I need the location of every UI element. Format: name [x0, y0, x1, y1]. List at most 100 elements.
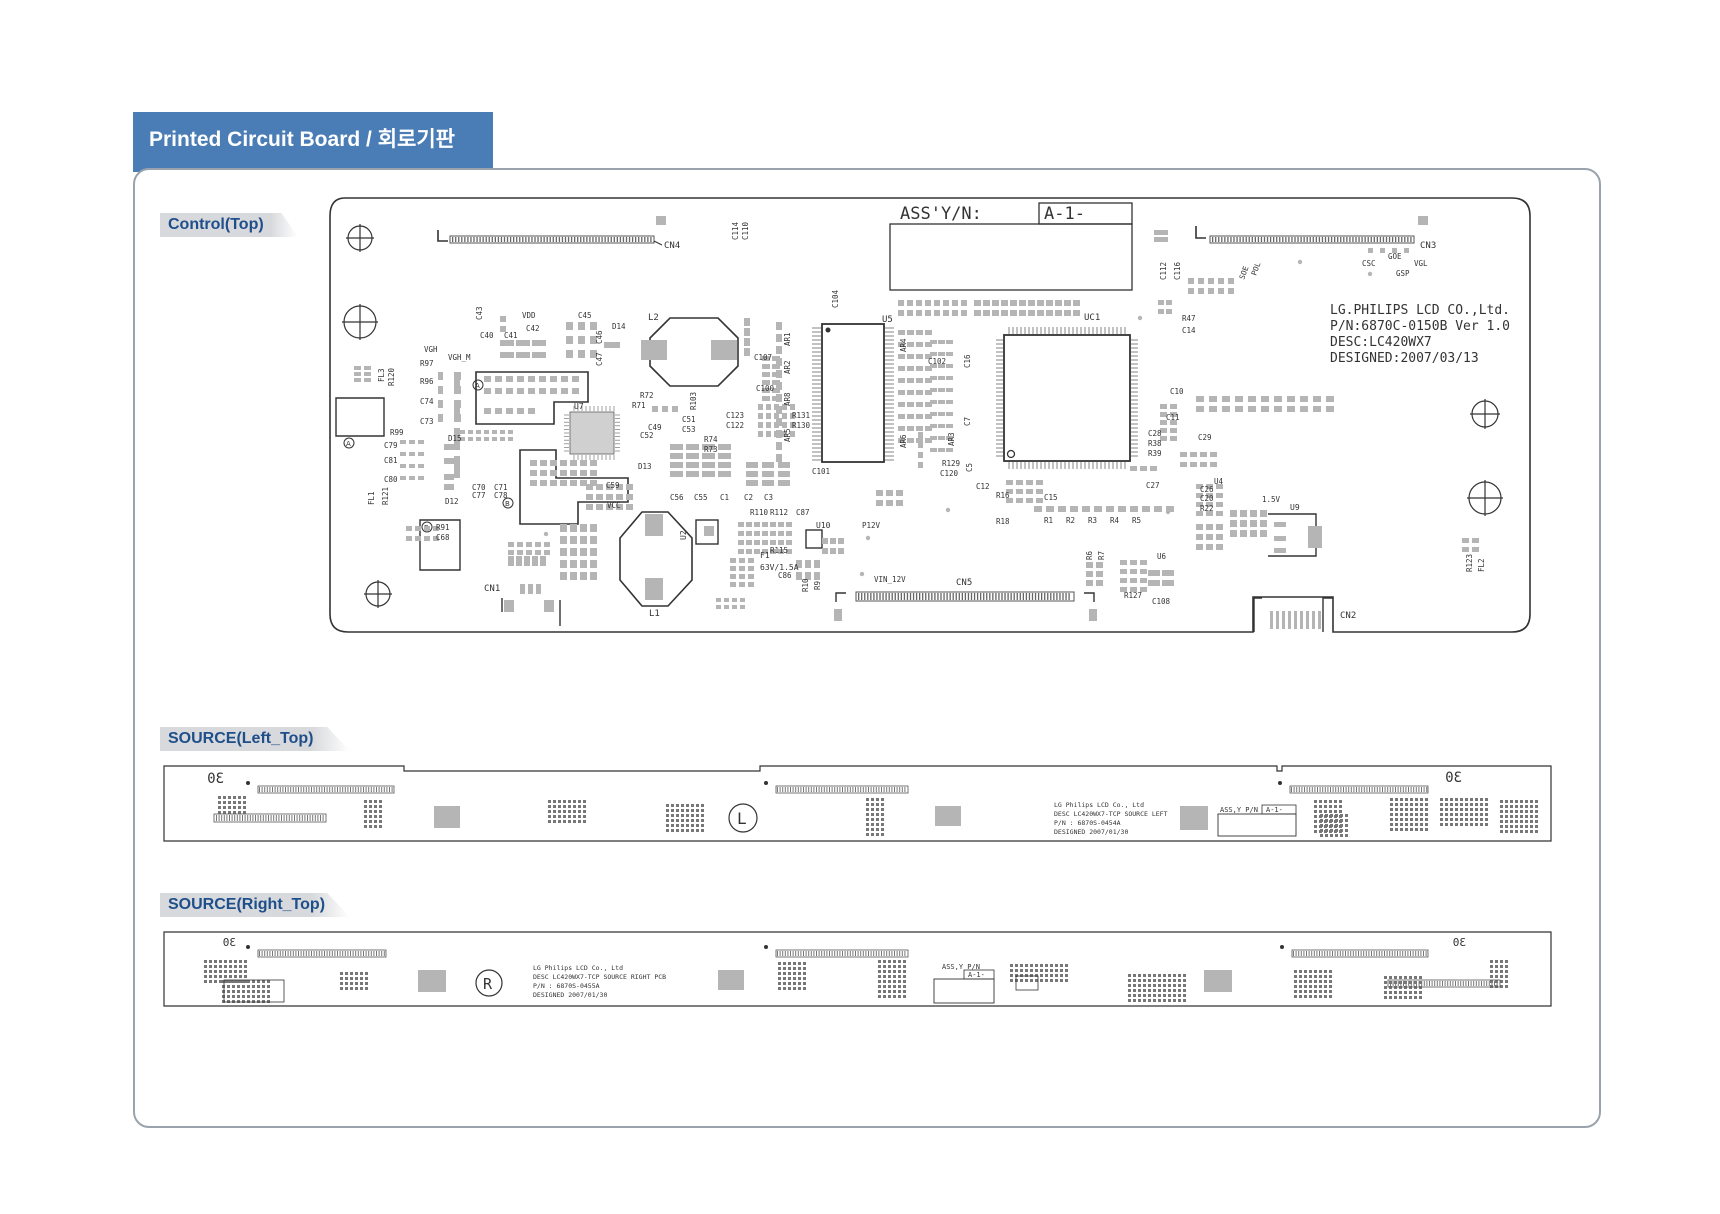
svg-text:R130: R130	[792, 421, 811, 430]
svg-text:D13: D13	[638, 462, 652, 471]
svg-text:VGL: VGL	[1414, 259, 1428, 268]
svg-text:R71: R71	[632, 401, 646, 410]
svg-text:R103: R103	[689, 392, 698, 410]
source-left-info: LG Philips LCD Co., Ltd DESC LC420WX7-TC…	[1054, 801, 1168, 836]
svg-text:C87: C87	[796, 508, 810, 517]
svg-text:C86: C86	[778, 571, 792, 580]
svg-text:C56: C56	[670, 493, 684, 502]
source-right-parts	[204, 945, 1508, 1003]
svg-text:R110: R110	[750, 508, 769, 517]
svg-text:R74: R74	[704, 435, 718, 444]
region-outline-left	[335, 397, 385, 437]
svg-text:R22: R22	[1200, 504, 1214, 513]
svg-text:C110: C110	[741, 221, 750, 240]
svg-text:C73: C73	[420, 417, 434, 426]
svg-text:R96: R96	[420, 377, 434, 386]
cn4-connector	[437, 216, 666, 246]
component-labels: F1 63V/1.5A VIN_12V P12V VCC 1.5V VDD VG…	[367, 221, 1486, 606]
svg-text:C42: C42	[526, 324, 540, 333]
svg-text:C49: C49	[648, 423, 662, 432]
source-left-parts	[213, 781, 1538, 837]
svg-text:ASS,Y P/N: ASS,Y P/N	[942, 963, 980, 971]
svg-text:FL2: FL2	[1477, 558, 1486, 572]
svg-text:C77: C77	[472, 491, 486, 500]
pad-clusters	[354, 230, 1479, 609]
cn1-connector	[501, 584, 561, 626]
svg-text:AR8: AR8	[783, 392, 792, 406]
svg-text:LG Philips LCD Co., Ltd: LG Philips LCD Co., Ltd	[533, 964, 623, 972]
source-right-info: LG Philips LCD Co., Ltd DESC LC420WX7-TC…	[533, 964, 666, 999]
svg-text:30: 30	[1453, 936, 1466, 949]
svg-text:R9: R9	[813, 581, 822, 590]
svg-text:C53: C53	[682, 425, 696, 434]
svg-text:A-1-: A-1-	[968, 971, 985, 979]
svg-text:R39: R39	[1148, 449, 1162, 458]
section-label-source-left: SOURCE(Left_Top)	[160, 727, 350, 751]
svg-text:C27: C27	[1146, 481, 1160, 490]
assy-label-area	[889, 223, 1133, 291]
svg-text:AR4: AR4	[899, 338, 908, 352]
svg-text:R16: R16	[996, 491, 1010, 500]
svg-text:C112: C112	[1159, 262, 1168, 280]
region-outline-r91	[419, 519, 461, 571]
svg-text:C10: C10	[1170, 387, 1184, 396]
svg-text:R4: R4	[1110, 516, 1120, 525]
svg-text:R73: R73	[704, 445, 718, 454]
marker-a: A	[475, 382, 480, 390]
svg-text:C120: C120	[940, 469, 959, 478]
svg-text:P/N : 6870S-0455A: P/N : 6870S-0455A	[533, 982, 600, 990]
svg-text:C80: C80	[384, 475, 398, 484]
svg-text:R120: R120	[387, 367, 396, 386]
mounting-hole-marks	[342, 224, 1503, 608]
svg-text:C100: C100	[756, 384, 775, 393]
svg-text:C74: C74	[420, 397, 434, 406]
cn5-connector	[834, 591, 1097, 621]
svg-text:R3: R3	[1088, 516, 1097, 525]
l1-inductor	[619, 511, 693, 607]
svg-text:VGH: VGH	[424, 345, 438, 354]
svg-text:AR5: AR5	[783, 428, 792, 442]
svg-text:DESC LC420WX7-TCP SOURCE RIGHT: DESC LC420WX7-TCP SOURCE RIGHT PCB	[533, 973, 666, 981]
svg-text:C71: C71	[494, 483, 508, 492]
svg-text:R129: R129	[942, 459, 960, 468]
svg-text:AR2: AR2	[783, 360, 792, 374]
l2-inductor	[641, 317, 739, 387]
u2-chip	[695, 519, 719, 545]
svg-text:R127: R127	[1124, 591, 1142, 600]
svg-text:C70: C70	[472, 483, 486, 492]
svg-text:R115: R115	[770, 546, 788, 555]
svg-text:C29: C29	[1198, 433, 1212, 442]
uc1-chip	[996, 327, 1138, 469]
svg-text:A: A	[346, 440, 351, 448]
svg-text:CSC: CSC	[1362, 259, 1376, 268]
source-left-outline	[163, 765, 1552, 842]
svg-text:C41: C41	[504, 331, 518, 340]
svg-text:R38: R38	[1148, 439, 1162, 448]
svg-text:AR1: AR1	[783, 332, 792, 346]
svg-text:C59: C59	[606, 481, 620, 490]
svg-text:63V/1.5A: 63V/1.5A	[760, 563, 799, 572]
svg-text:C55: C55	[694, 493, 708, 502]
svg-text:C104: C104	[831, 289, 840, 308]
svg-text:C1: C1	[720, 493, 729, 502]
svg-text:C26: C26	[1200, 485, 1214, 494]
svg-text:C79: C79	[384, 441, 398, 450]
svg-text:C107: C107	[754, 353, 772, 362]
label-cn5: CN5	[956, 578, 972, 588]
marker-b: B	[505, 500, 510, 508]
svg-text:1.5V: 1.5V	[1262, 495, 1281, 504]
svg-text:C101: C101	[812, 467, 830, 476]
svg-text:R2: R2	[1066, 516, 1075, 525]
svg-text:C14: C14	[1182, 326, 1196, 335]
label-cn3: CN3	[1420, 241, 1436, 251]
label-uc1: UC1	[1084, 313, 1100, 323]
svg-text:30: 30	[207, 771, 224, 787]
svg-text:C52: C52	[640, 431, 654, 440]
svg-text:AR6: AR6	[899, 434, 908, 448]
svg-text:C20: C20	[1200, 494, 1214, 503]
label-u5: U5	[882, 315, 893, 325]
label-u7: U7	[574, 402, 584, 411]
